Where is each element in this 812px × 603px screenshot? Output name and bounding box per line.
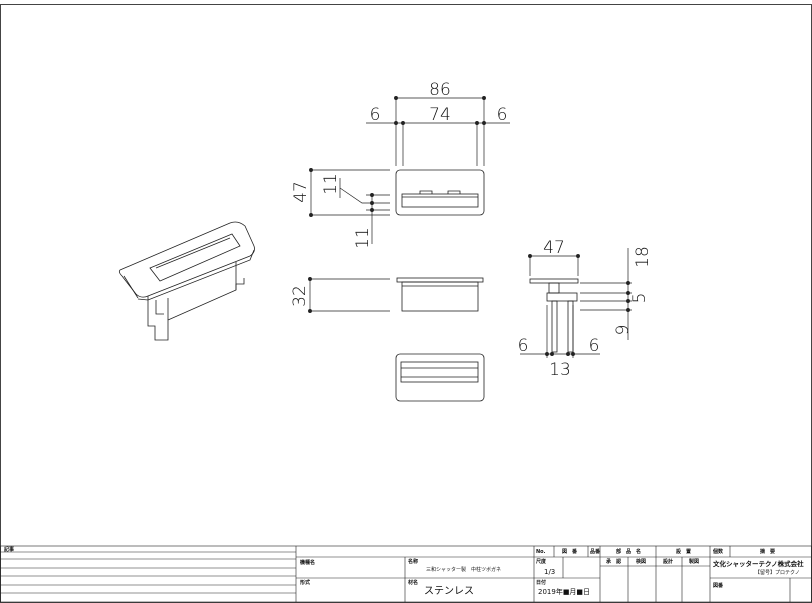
- draft-label: 製図: [688, 558, 699, 565]
- top-dimensions: [366, 96, 510, 166]
- approval-label: 承 認: [605, 558, 621, 565]
- qty-label: 個数: [712, 548, 724, 555]
- dim-front-upper-tab: 11: [321, 173, 341, 195]
- no-label: No.: [536, 549, 546, 555]
- model-label: 機種名: [300, 559, 315, 566]
- dim-front-lower-tab: 11: [353, 227, 373, 249]
- right-view: [529, 278, 579, 353]
- scale-value: 1/3: [544, 568, 555, 576]
- figure-number-label: 図 番: [562, 548, 578, 555]
- dim-right-width: 47: [543, 238, 565, 258]
- dim-top-left: 6: [370, 105, 381, 125]
- scale-label: 尺度: [536, 558, 547, 565]
- drawing-no-label: 図番: [713, 582, 724, 589]
- format-label: 形式: [300, 579, 310, 586]
- dim-top-total: 86: [429, 80, 451, 100]
- dim-top-right: 6: [497, 105, 508, 125]
- dim-right-mid: 5: [630, 293, 650, 304]
- dim-right-lower: 9: [613, 325, 633, 336]
- dim-side-height: 32: [290, 285, 310, 307]
- design2-label: 設計: [663, 558, 673, 565]
- side-dimensions: [308, 277, 390, 313]
- dim-top-inner: 74: [429, 105, 451, 125]
- dim-right-bottom-left: 6: [518, 336, 529, 356]
- remarks-label: 記事: [4, 546, 14, 553]
- right-dimensions: [520, 248, 632, 358]
- name-value: 三和シャッター製 中柱ツボガネ: [426, 566, 501, 573]
- spec-label: 摘 要: [760, 548, 775, 555]
- side-view: [396, 277, 484, 312]
- front-view: [395, 169, 485, 216]
- dim-front-height: 47: [291, 181, 311, 203]
- department: 【留号】プロテクノ: [755, 569, 800, 576]
- part-name-label: 部 品 名: [616, 548, 641, 555]
- dim-right-bottom-total: 13: [549, 360, 571, 380]
- item-label: 品番: [590, 548, 601, 555]
- material-label: 材名: [408, 579, 418, 586]
- name-label: 名称: [408, 558, 418, 565]
- company-name: 文化シャッターテクノ株式会社: [712, 559, 804, 568]
- isometric-view: [118, 221, 255, 341]
- date-label: 日付: [536, 579, 546, 586]
- front-dimensions: [309, 168, 390, 244]
- dim-right-top: 18: [633, 246, 653, 268]
- dim-right-bottom-right: 6: [589, 336, 600, 356]
- design-label: 設 置: [676, 548, 691, 555]
- sheet-border: [0, 4, 812, 603]
- bottom-view: [395, 353, 485, 402]
- material-value: ステンレス: [424, 586, 474, 597]
- check-label: 検図: [636, 558, 646, 565]
- date-value: 2019年■月■日: [538, 587, 590, 596]
